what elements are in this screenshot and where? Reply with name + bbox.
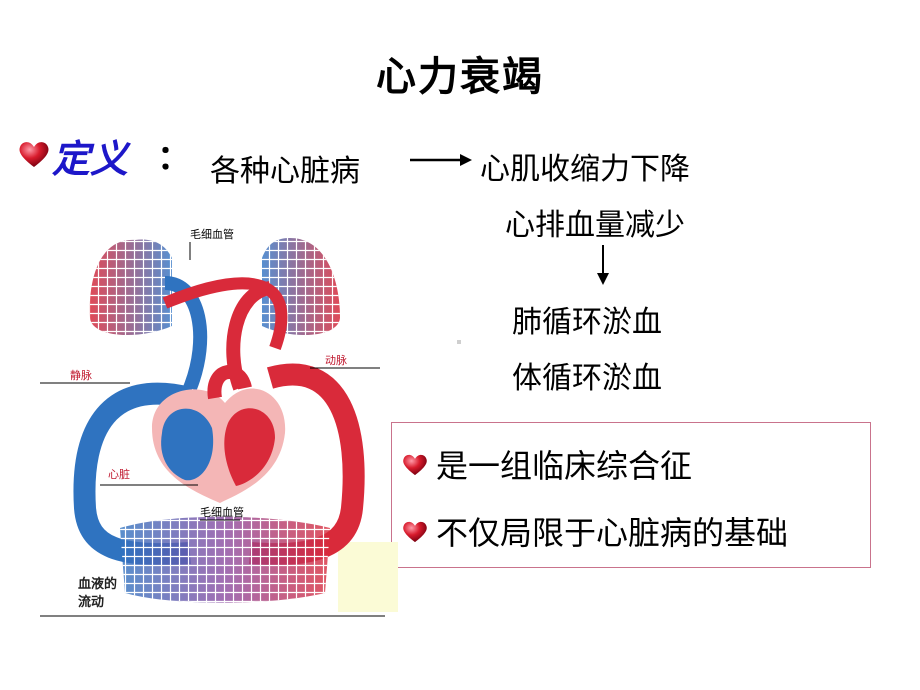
definition-label: 定义	[52, 137, 129, 181]
definition-colon: ：	[157, 138, 191, 178]
slide-title: 心力衰竭	[376, 54, 544, 100]
circulation-diagram: 毛细血管 静脉 动脉 心脏 毛细血管 血液的 流动	[40, 227, 390, 627]
down-arrow-icon	[595, 245, 611, 289]
syndrome-box	[391, 422, 871, 568]
heart-bullet-icon	[402, 453, 428, 480]
heart-bullet-icon	[402, 520, 428, 547]
effect-contractility: 心肌收缩力下降	[480, 152, 690, 187]
bullet-not-limited: 不仅局限于心脏病的基础	[436, 514, 789, 552]
effect-systemic-congestion: 体循环淤血	[512, 361, 662, 396]
right-arrow-icon	[410, 152, 472, 171]
stray-dot	[457, 340, 461, 344]
label-artery: 动脉	[325, 353, 347, 367]
label-vein: 静脉	[70, 368, 92, 382]
effect-cardiac-output: 心排血量减少	[505, 208, 685, 243]
label-capillaries-top: 毛细血管	[190, 228, 234, 241]
caption-line1: 血液的	[78, 576, 117, 592]
caption-line2: 流动	[78, 594, 104, 610]
label-capillaries-bottom: 毛细血管	[200, 505, 244, 519]
effect-pulmonary-congestion: 肺循环淤血	[512, 305, 662, 340]
cause-text: 各种心脏病	[210, 154, 360, 189]
bullet-syndrome: 是一组临床综合征	[436, 447, 693, 485]
yellow-highlight-block	[338, 542, 398, 612]
label-heart: 心脏	[108, 468, 130, 481]
heart-bullet-icon	[18, 140, 50, 172]
